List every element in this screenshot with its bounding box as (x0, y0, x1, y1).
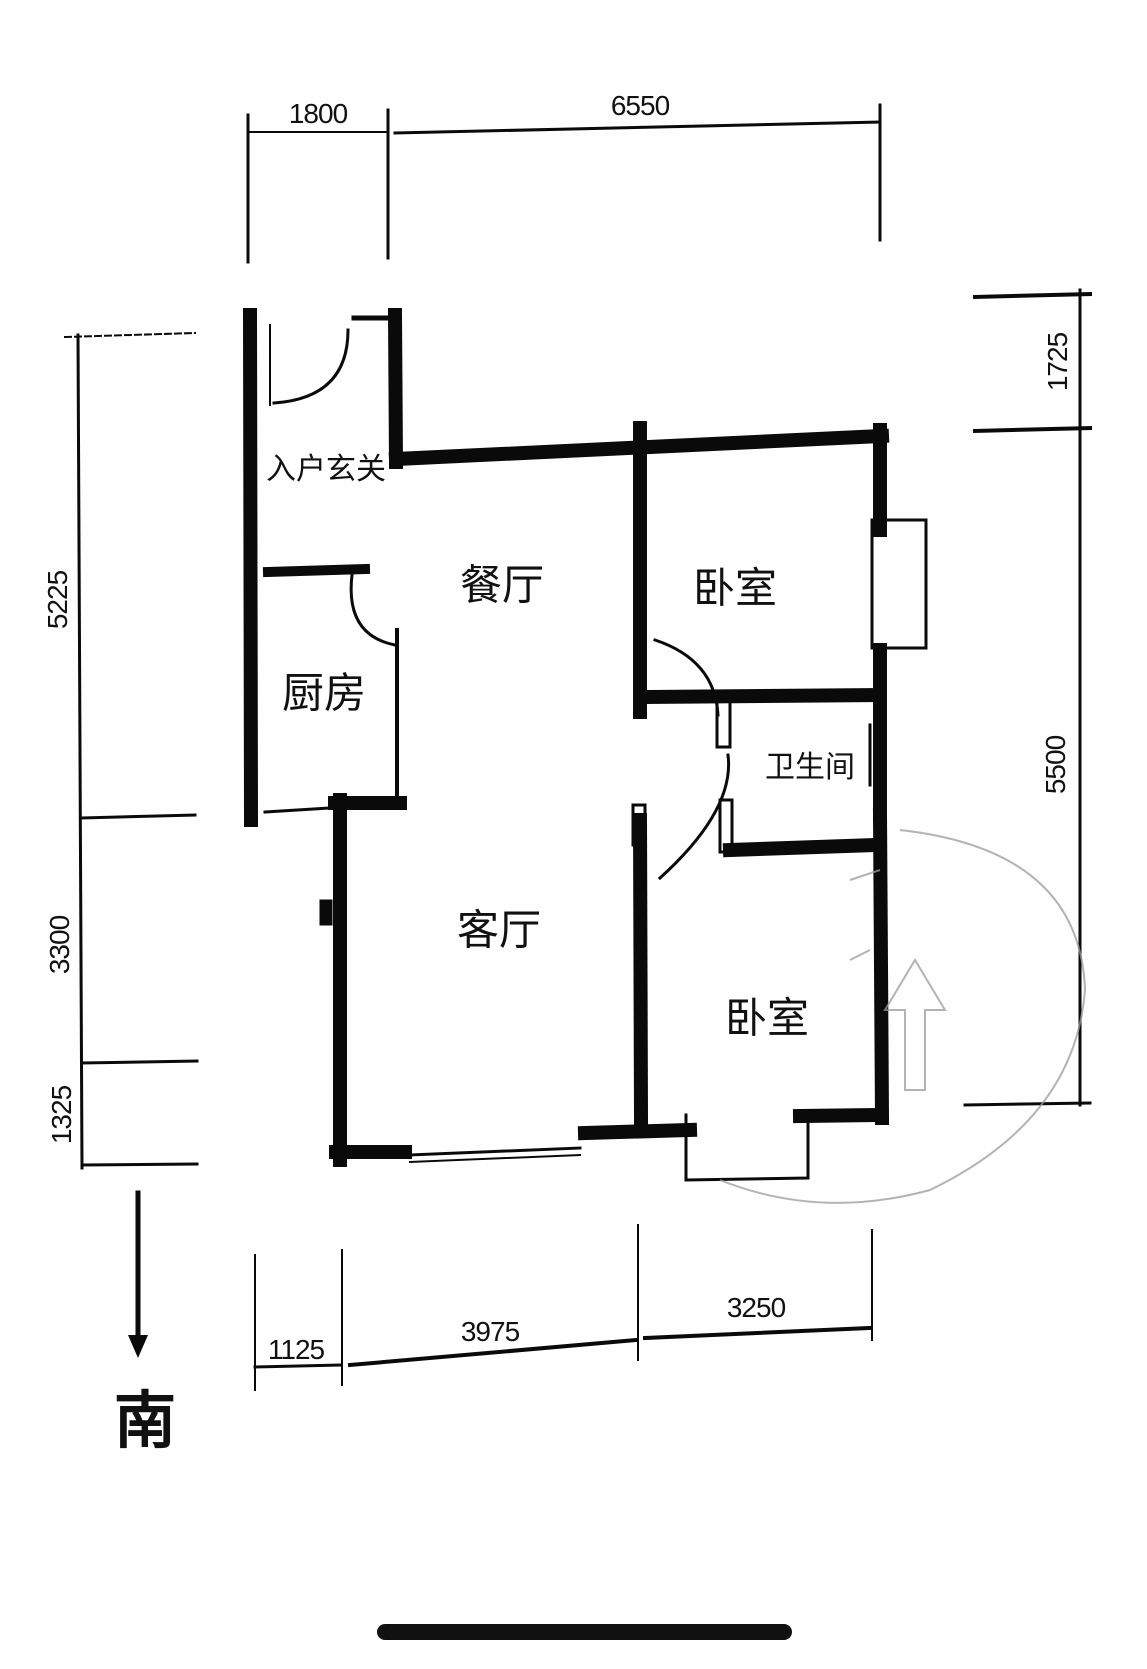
room-label-bedroom-south: 卧室 (724, 993, 810, 1043)
room-label-kitchen: 厨房 (281, 668, 367, 718)
arrow-down-icon (128, 1335, 148, 1358)
dimension-left-2: 3300 (44, 915, 75, 975)
dimension-top-2: 6550 (610, 90, 670, 121)
dimension-right-1: 1725 (1042, 332, 1073, 392)
dimension-bottom-1: 1125 (267, 1334, 325, 1365)
room-label-bathroom: 卫生间 (765, 750, 855, 785)
dimension-bottom-2: 3975 (460, 1316, 520, 1347)
dimension-top-1: 1800 (288, 98, 348, 129)
room-label-living: 客厅 (456, 905, 542, 955)
dimension-left-1: 5225 (42, 570, 73, 630)
stamp-icon (719, 829, 1087, 1204)
compass-south-label: 南 (113, 1384, 177, 1457)
dimension-left-3: 1325 (46, 1085, 77, 1145)
room-label-dining: 餐厅 (459, 560, 545, 610)
dimension-bottom-3: 3250 (726, 1292, 786, 1323)
home-indicator-bar[interactable] (377, 1624, 792, 1640)
dimension-right-2: 5500 (1040, 735, 1071, 795)
room-label-bedroom-north: 卧室 (692, 563, 778, 613)
room-label-entry: 入户玄关 (266, 452, 386, 487)
